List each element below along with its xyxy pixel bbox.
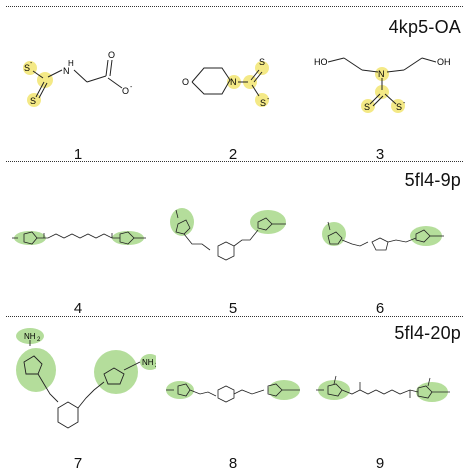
compound-label-4: 4 — [73, 300, 83, 317]
atom-n: N — [63, 66, 70, 76]
atom-charge: - — [267, 96, 270, 103]
molecule-8 — [166, 380, 300, 403]
section-title-5fl4-9p: 5fl4-9p — [404, 170, 461, 190]
atom-h: H — [68, 59, 74, 68]
section-divider-1 — [6, 161, 463, 162]
atom-n: N — [378, 69, 385, 79]
molecule-4 — [12, 231, 146, 245]
section-title-4kp5-oa: 4kp5-OA — [388, 17, 461, 37]
atom-n: N — [230, 77, 237, 87]
atom-s-minus: S — [396, 102, 402, 112]
molecule-9 — [316, 375, 450, 402]
atom-charge: - — [130, 84, 133, 91]
atom-subscript-2: 2 — [155, 363, 156, 369]
compound-label-1: 1 — [73, 146, 83, 163]
atom-subscript-2: 2 — [37, 337, 41, 343]
atom-o: O — [108, 50, 115, 60]
atom-oh: OH — [437, 57, 451, 67]
atom-ho: HO — [314, 57, 328, 67]
molecule-3: HO N OH S S - — [314, 57, 451, 113]
molecule-7: NH 2 NH 2 — [16, 328, 156, 429]
atom-nh2: NH — [24, 332, 36, 341]
atom-o: O — [182, 77, 189, 87]
compound-label-9: 9 — [375, 455, 385, 472]
section-title-5fl4-20p: 5fl4-20p — [394, 323, 461, 343]
molecule-1: S - N H S O O - — [23, 50, 133, 107]
atom-nh2: NH — [142, 358, 154, 367]
section-divider-top — [6, 6, 463, 7]
molecule-2: O N S S - — [182, 57, 270, 108]
compound-label-5: 5 — [228, 300, 238, 317]
compound-label-3: 3 — [375, 146, 385, 163]
compound-label-7: 7 — [73, 455, 83, 472]
atom-charge: - — [403, 100, 406, 107]
atom-s-minus: S — [24, 63, 30, 73]
compound-label-6: 6 — [375, 300, 385, 317]
compound-label-8: 8 — [228, 455, 238, 472]
molecule-5 — [170, 208, 286, 261]
atom-o-minus: O — [122, 86, 129, 96]
molecule-6 — [322, 221, 444, 251]
atom-charge: - — [30, 60, 33, 67]
compound-label-2: 2 — [228, 146, 238, 163]
atom-s: S — [259, 57, 265, 67]
section-divider-2 — [6, 316, 463, 317]
atom-s: S — [30, 96, 36, 106]
atom-s: S — [364, 102, 370, 112]
atom-s-minus: S — [260, 98, 266, 108]
